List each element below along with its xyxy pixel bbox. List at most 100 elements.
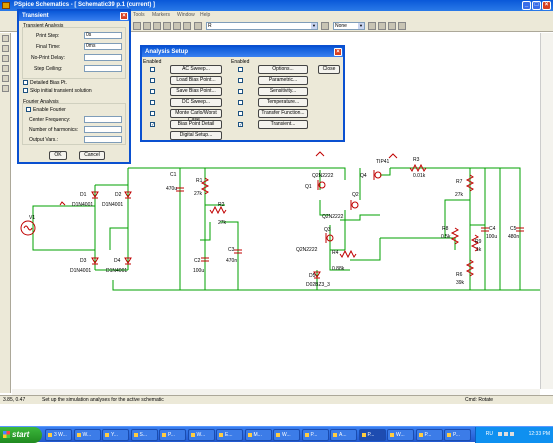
center-frequency-input[interactable]: [84, 116, 122, 123]
label-C4: C4: [489, 226, 496, 232]
menu-tools[interactable]: Tools: [133, 12, 145, 18]
tool-icon[interactable]: [2, 85, 9, 92]
taskbar-item[interactable]: S...: [130, 429, 158, 441]
setup-left-button[interactable]: AC Sweep...: [170, 65, 222, 74]
analysis-setup-close-icon[interactable]: ×: [334, 48, 342, 56]
setup-close-button[interactable]: Close: [318, 65, 340, 74]
tool-icon[interactable]: [2, 75, 9, 82]
setup-left-checkbox[interactable]: [150, 111, 155, 116]
toolbar-icon[interactable]: [368, 22, 376, 30]
select-icon[interactable]: [2, 35, 9, 42]
toolbar-icon[interactable]: [194, 22, 202, 30]
ok-button[interactable]: OK: [49, 151, 67, 160]
setup-right-checkbox[interactable]: [238, 67, 243, 72]
taskbar-item[interactable]: Y...: [102, 429, 129, 441]
setup-left-checkbox[interactable]: ✓: [150, 122, 156, 128]
menu-help[interactable]: Help: [200, 12, 211, 18]
horizontal-scrollbar[interactable]: [12, 389, 540, 395]
analysis-setup-dialog: Analysis Setup× Enabled Enabled Close AC…: [140, 45, 345, 142]
setup-right-checkbox[interactable]: [238, 78, 243, 83]
taskbar-item[interactable]: E...: [216, 429, 243, 441]
none-combo[interactable]: None▼: [333, 22, 365, 30]
setup-left-button[interactable]: Save Bias Point...: [170, 87, 222, 96]
taskbar-item[interactable]: P...: [444, 429, 471, 441]
maximize-button[interactable]: □: [532, 1, 541, 10]
setup-right-checkbox[interactable]: [238, 111, 243, 116]
setup-right-checkbox[interactable]: [238, 89, 243, 94]
setup-right-button[interactable]: Sensitivity...: [258, 87, 308, 96]
toolbar-icon[interactable]: [183, 22, 191, 30]
no-print-delay-input[interactable]: [84, 54, 122, 61]
harmonics-input[interactable]: [84, 126, 122, 133]
fourier-analysis-label: Fourier Analysis: [23, 99, 59, 105]
taskbar-item[interactable]: W...: [387, 429, 414, 441]
final-time-label: Final Time:: [36, 44, 61, 50]
toolbar-icon[interactable]: [173, 22, 181, 30]
setup-left-checkbox[interactable]: [150, 67, 155, 72]
final-time-input[interactable]: 0ms: [84, 43, 122, 50]
enable-fourier-checkbox[interactable]: [26, 107, 31, 112]
taskbar-item[interactable]: P...: [358, 429, 386, 441]
part-combo[interactable]: R▼: [206, 22, 318, 30]
vertical-scrollbar[interactable]: [540, 33, 553, 389]
toolbar-icon[interactable]: [163, 22, 171, 30]
taskbar-item[interactable]: W...: [73, 429, 101, 441]
minimize-button[interactable]: _: [522, 1, 531, 10]
setup-left-button[interactable]: Monte Carlo/Worst Case...: [170, 109, 222, 123]
label-Q2-value: Q2N2222: [322, 214, 344, 220]
step-ceiling-input[interactable]: [84, 65, 122, 72]
tray-icon[interactable]: [504, 432, 508, 436]
menu-window[interactable]: Window: [177, 12, 195, 18]
toolbar-icon[interactable]: [378, 22, 386, 30]
taskbar-item[interactable]: A...: [330, 429, 357, 441]
taskbar-item[interactable]: P...: [415, 429, 443, 441]
setup-left-button[interactable]: Digital Setup...: [170, 131, 222, 140]
tool-icon[interactable]: [2, 55, 9, 62]
output-vars-input[interactable]: [84, 136, 122, 143]
language-indicator[interactable]: RU: [485, 431, 493, 437]
setup-right-button[interactable]: Options...: [258, 65, 308, 74]
label-D1-value: D1N4001: [72, 202, 93, 208]
cancel-button[interactable]: Cancel: [79, 151, 105, 160]
tray-icon[interactable]: [510, 432, 514, 436]
setup-right-button[interactable]: Temperature...: [258, 98, 308, 107]
close-button[interactable]: ×: [542, 1, 551, 10]
taskbar-item[interactable]: P...: [301, 429, 329, 441]
setup-right-button[interactable]: Transient...: [258, 120, 308, 129]
label-R3-value: 0.01k: [413, 173, 426, 179]
tray-icon[interactable]: [498, 432, 502, 436]
taskbar-item[interactable]: P...: [159, 429, 186, 441]
setup-left-button[interactable]: Bias Point Detail: [170, 120, 222, 129]
label-R2: R2: [218, 202, 225, 208]
menu-markers[interactable]: Markers: [152, 12, 171, 18]
setup-right-checkbox[interactable]: ✓: [238, 122, 244, 128]
setup-right-button[interactable]: Parametric...: [258, 76, 308, 85]
detailed-bias-checkbox[interactable]: [23, 80, 28, 85]
toolbar-icon[interactable]: [143, 22, 151, 30]
setup-left-checkbox[interactable]: [150, 89, 155, 94]
toolbar-icon[interactable]: [321, 22, 329, 30]
setup-left-button[interactable]: Load Bias Point...: [170, 76, 222, 85]
tool-icon[interactable]: [2, 45, 9, 52]
transient-close-icon[interactable]: ×: [120, 12, 128, 20]
setup-right-checkbox[interactable]: [238, 100, 243, 105]
toolbar-icon[interactable]: [398, 22, 406, 30]
taskbar-item[interactable]: M...: [244, 429, 272, 441]
transient-analysis-label: Transient Analysis: [23, 23, 64, 29]
skip-initial-checkbox[interactable]: [23, 88, 28, 93]
taskbar-item[interactable]: 3 W...: [45, 429, 72, 441]
setup-right-button[interactable]: Transfer Function...: [258, 109, 308, 118]
toolbar-icon[interactable]: [133, 22, 141, 30]
taskbar-item[interactable]: W...: [187, 429, 215, 441]
toolbar-icon[interactable]: [153, 22, 161, 30]
setup-left-button[interactable]: DC Sweep...: [170, 98, 222, 107]
print-step-input[interactable]: 0s: [84, 32, 122, 39]
toolbar-icon[interactable]: [388, 22, 396, 30]
label-R4-value: 0.88k: [332, 266, 345, 272]
setup-left-checkbox[interactable]: [150, 100, 155, 105]
taskbar-item[interactable]: W...: [273, 429, 300, 441]
tool-icon[interactable]: [2, 65, 9, 72]
start-button[interactable]: start: [0, 427, 42, 443]
setup-left-checkbox[interactable]: [150, 78, 155, 83]
label-C2: C2: [194, 258, 201, 264]
